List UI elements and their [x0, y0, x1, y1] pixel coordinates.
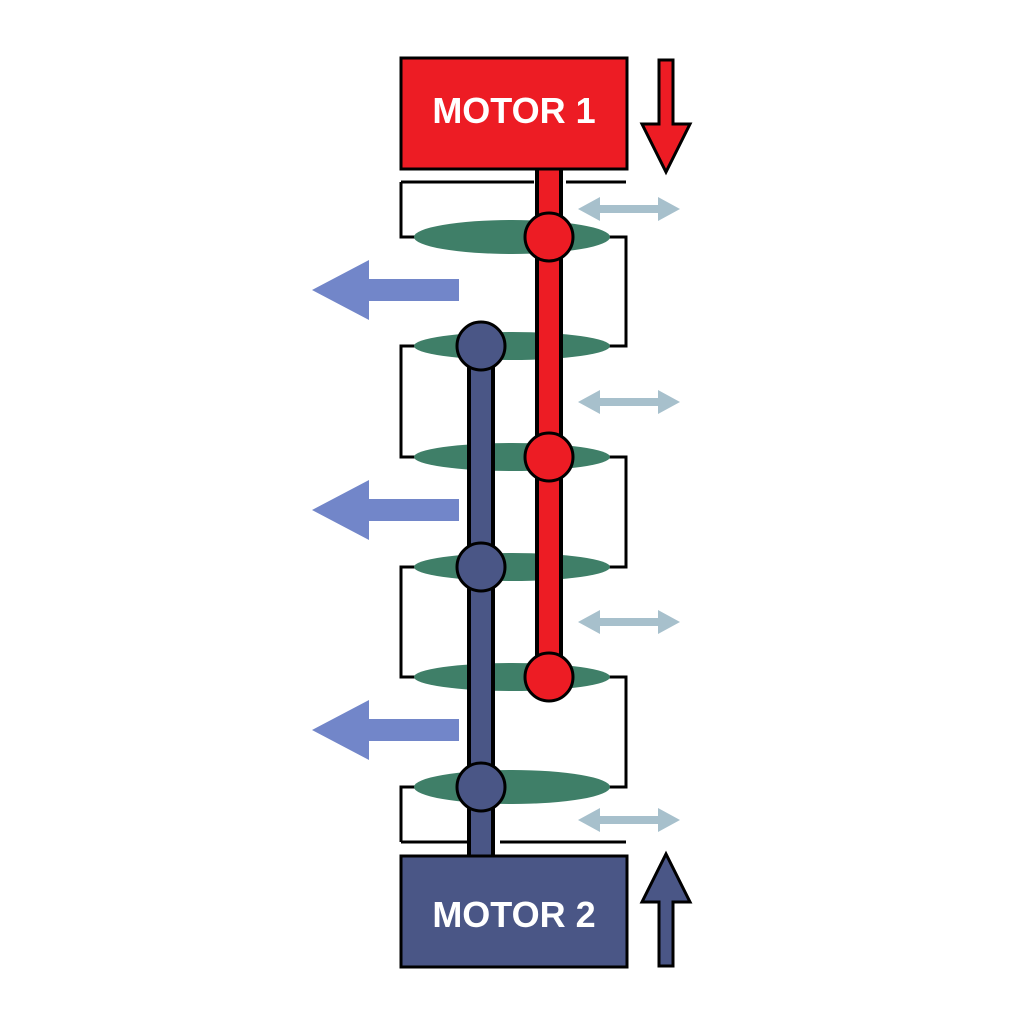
left-bracket-1	[399, 182, 430, 239]
double-arrow-horizontal-icon	[578, 610, 680, 634]
motor2-body	[399, 854, 629, 969]
arrow-up-icon	[639, 850, 693, 968]
motor2-label: MOTOR 2	[432, 894, 595, 935]
left-bracket-2	[399, 344, 430, 459]
motor2-joint	[455, 761, 507, 813]
paddle	[414, 553, 610, 581]
motor1-joint	[523, 211, 575, 263]
right-bracket-1	[600, 235, 628, 348]
arrow-left-icon	[312, 480, 459, 540]
right-bracket-3	[600, 675, 628, 789]
paddle	[414, 220, 610, 254]
motor2-rod	[471, 346, 491, 858]
double-arrow-horizontal-icon	[578, 808, 680, 832]
motor2-box: MOTOR 2	[399, 854, 629, 969]
motor1-joint	[523, 431, 575, 483]
arrow-down-icon	[639, 58, 693, 176]
motor1-rod-assembly	[523, 165, 575, 703]
paddle	[414, 663, 610, 691]
motor2-rod-assembly	[455, 320, 507, 858]
arrow-left-icon	[312, 700, 459, 760]
double-arrow-horizontal-icon	[578, 197, 680, 221]
paddle	[414, 770, 610, 804]
motor1-label: MOTOR 1	[432, 90, 595, 131]
motor2-joint	[455, 320, 507, 372]
oscillation-arrows	[578, 197, 680, 832]
left-bracket-3	[399, 565, 430, 679]
left-bracket-4	[399, 785, 430, 842]
motor1-box: MOTOR 1	[399, 56, 629, 171]
right-bracket-2	[600, 455, 628, 569]
flow-arrows	[312, 260, 459, 760]
paddle	[414, 332, 610, 360]
motor1-rod	[539, 165, 559, 677]
motor1-joint	[523, 651, 575, 703]
double-arrow-horizontal-icon	[578, 390, 680, 414]
motor1-body	[399, 56, 629, 171]
arrow-left-icon	[312, 260, 459, 320]
motor2-joint	[455, 541, 507, 593]
paddle	[414, 443, 610, 471]
